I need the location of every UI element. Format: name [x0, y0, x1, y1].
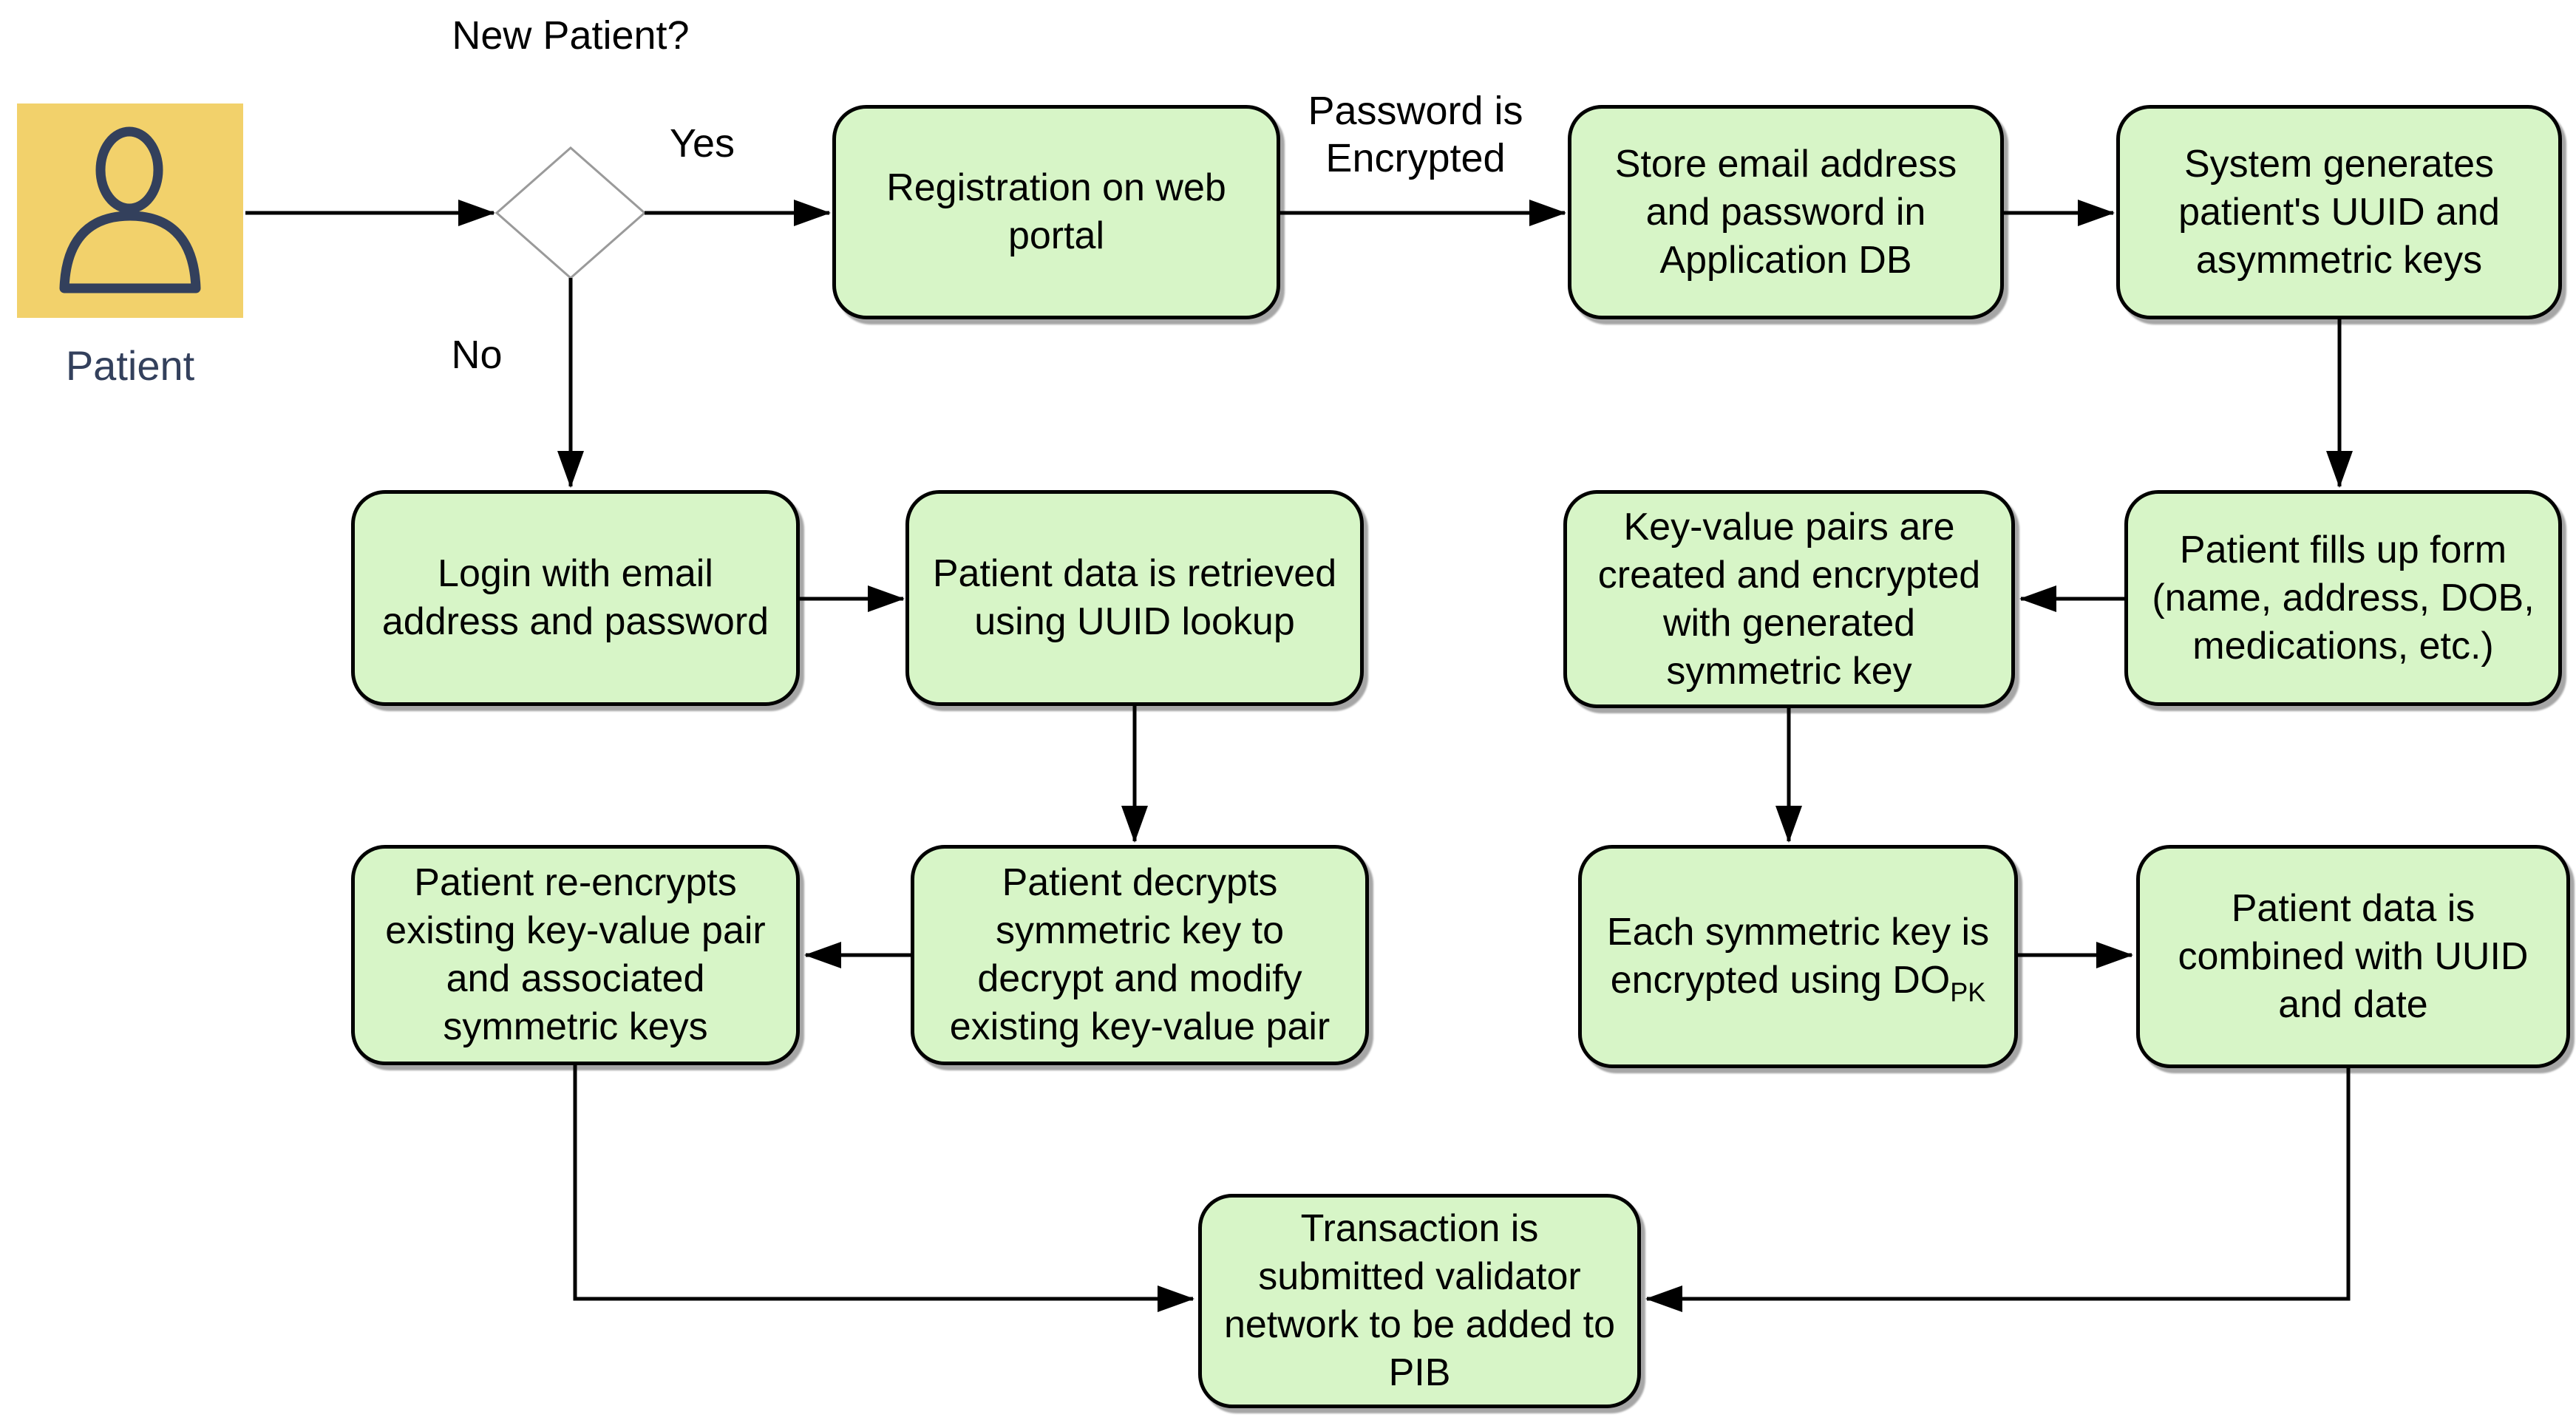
node-login: Login with email address and password: [351, 490, 800, 706]
node-transaction-text: Transaction is submitted validator netwo…: [1223, 1207, 1616, 1394]
node-key-value-text: Key-value pairs are created and encrypte…: [1597, 505, 1981, 693]
node-patient-fills: Patient fills up form (name, address, DO…: [2124, 490, 2562, 706]
node-registration: Registration on web portal: [832, 105, 1280, 319]
node-decrypts: Patient decrypts symmetric key to decryp…: [911, 845, 1369, 1065]
actor-label: Patient: [65, 342, 195, 389]
node-retrieved: Patient data is retrieved using UUID loo…: [905, 490, 1364, 706]
password-encrypted-label: Password is Encrypted: [1308, 89, 1523, 180]
person-icon: [59, 126, 201, 293]
no-branch-label: No: [451, 333, 503, 377]
arrow-reencrypts-to-transaction: [573, 1061, 1194, 1312]
node-login-text: Login with email address and password: [381, 552, 769, 643]
node-key-value: Key-value pairs are created and encrypte…: [1563, 490, 2015, 708]
node-patient-fills-text: Patient fills up form (name, address, DO…: [2152, 528, 2535, 668]
node-system-generates-text: System generates patient's UUID and asym…: [2178, 142, 2500, 282]
arrow-combined-to-transaction: [1645, 1063, 2351, 1312]
node-registration-text: Registration on web portal: [886, 166, 1226, 257]
actor-patient: [17, 103, 243, 318]
node-each-symmetric-main: Each symmetric key is encrypted using DO: [1606, 911, 1990, 1002]
node-store-email-text: Store email address and password in Appl…: [1614, 142, 1957, 282]
node-store-email: Store email address and password in Appl…: [1568, 105, 2004, 319]
decision-diamond-new-patient: [495, 146, 647, 279]
node-combined: Patient data is combined with UUID and d…: [2136, 845, 2570, 1068]
node-system-generates: System generates patient's UUID and asym…: [2116, 105, 2562, 319]
node-each-symmetric-subscript: PK: [1950, 977, 1986, 1008]
node-re-encrypts-text: Patient re-encrypts existing key-value p…: [385, 861, 766, 1048]
node-combined-text: Patient data is combined with UUID and d…: [2178, 886, 2529, 1026]
node-decrypts-text: Patient decrypts symmetric key to decryp…: [949, 861, 1331, 1048]
node-retrieved-text: Patient data is retrieved using UUID loo…: [932, 552, 1337, 643]
node-re-encrypts: Patient re-encrypts existing key-value p…: [351, 845, 800, 1065]
node-each-symmetric-text: Each symmetric key is encrypted using DO…: [1603, 906, 1994, 1008]
decision-question-label: New Patient?: [452, 13, 690, 58]
yes-branch-label: Yes: [669, 121, 735, 166]
node-transaction: Transaction is submitted validator netwo…: [1198, 1194, 1641, 1408]
node-each-symmetric: Each symmetric key is encrypted using DO…: [1578, 845, 2018, 1068]
